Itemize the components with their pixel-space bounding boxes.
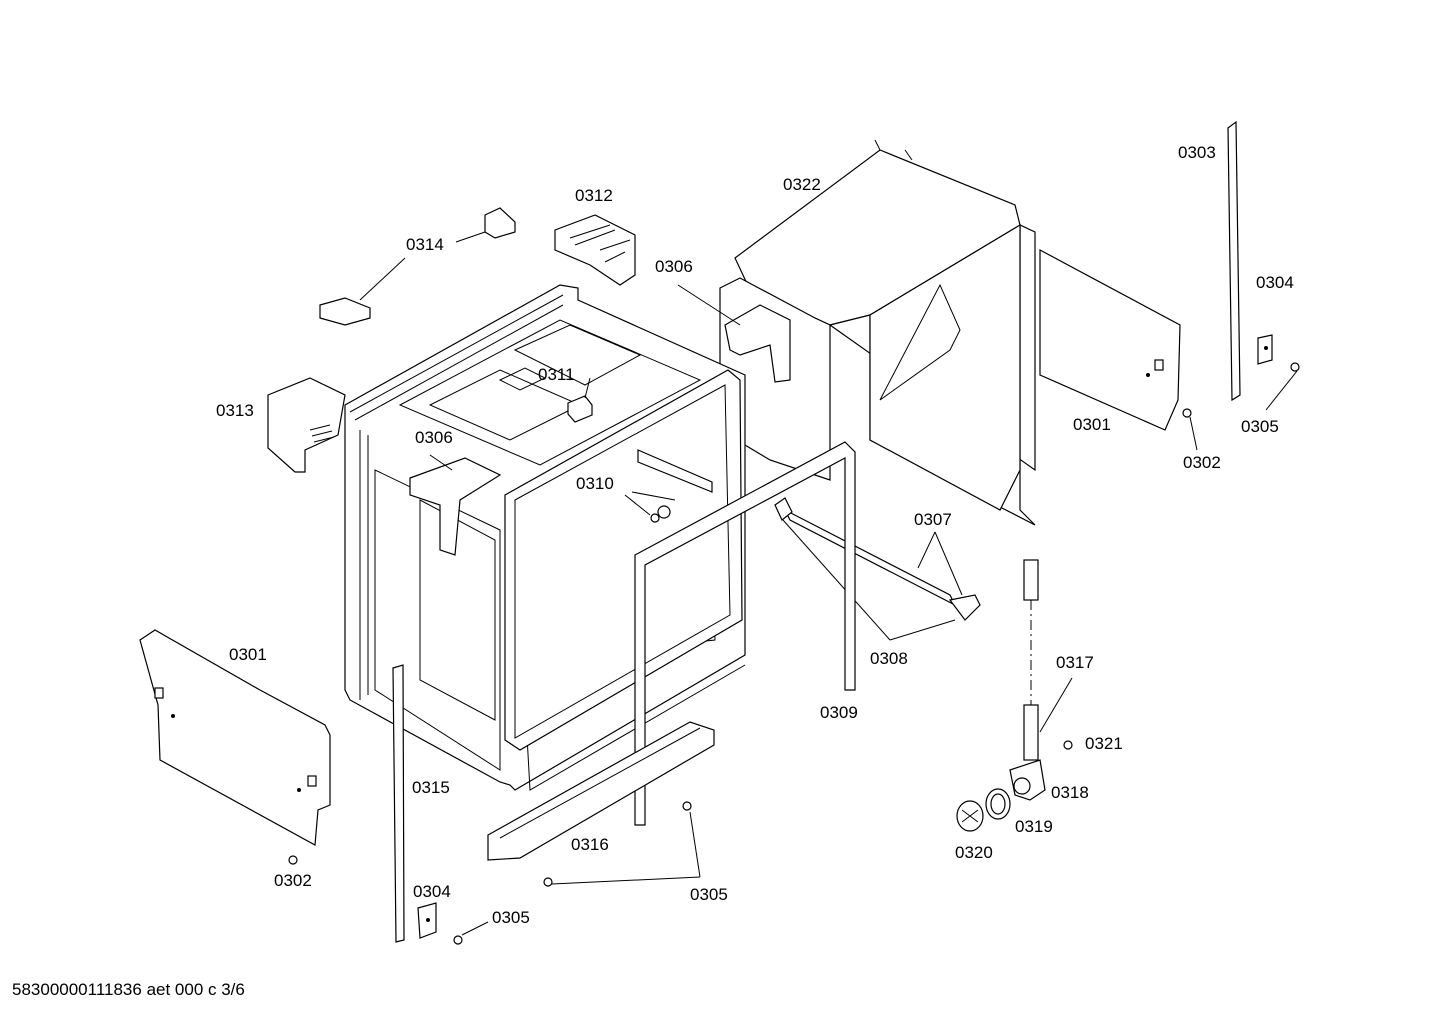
label-0322: 0322 [783, 175, 821, 194]
label-0306-left: 0306 [415, 428, 453, 447]
part-0302-screw-left [288, 855, 298, 865]
label-0318: 0318 [1051, 783, 1089, 802]
part-0305-screw-lower [453, 801, 701, 945]
part-0306-bracket-right [677, 284, 791, 383]
label-0313: 0313 [216, 401, 254, 420]
part-0301-side-panel-left [139, 629, 331, 846]
label-0306-right: 0306 [655, 257, 693, 276]
part-0320-cap [956, 800, 984, 832]
part-0308-leaders [782, 519, 956, 641]
label-0321: 0321 [1085, 734, 1123, 753]
part-door-frame-gasket [504, 369, 743, 751]
label-0312: 0312 [575, 186, 613, 205]
label-0304-left: 0304 [413, 882, 451, 901]
part-0310-hinge [624, 449, 713, 523]
label-0305-lower: 0305 [492, 908, 530, 927]
part-0303-strip [1227, 120, 1241, 402]
part-0318-elbow [1009, 759, 1046, 801]
label-0301-right: 0301 [1073, 415, 1111, 434]
label-0315: 0315 [412, 778, 450, 797]
label-0317: 0317 [1056, 653, 1094, 672]
label-0302-right: 0302 [1183, 453, 1221, 472]
part-0322-cover [719, 139, 1036, 526]
part-0319-ring [985, 788, 1011, 820]
part-0309-gasket [634, 441, 856, 826]
label-0320: 0320 [955, 843, 993, 862]
label-0304-right: 0304 [1256, 273, 1294, 292]
part-0315-strip [392, 664, 405, 943]
part-0306-bracket-left [409, 454, 502, 556]
label-0305-center: 0305 [690, 885, 728, 904]
label-0302-left: 0302 [274, 871, 312, 890]
part-0317-hose [1023, 559, 1073, 761]
part-0321-screw [1063, 740, 1073, 750]
label-0305-right: 0305 [1241, 417, 1279, 436]
label-0319: 0319 [1015, 817, 1053, 836]
footer-code: 58300000111836 aet 000 c 3/6 [12, 980, 245, 999]
label-0310: 0310 [576, 474, 614, 493]
label-0316: 0316 [571, 835, 609, 854]
label-0314: 0314 [406, 235, 444, 254]
label-0301-left: 0301 [229, 645, 267, 664]
label-0309: 0309 [820, 703, 858, 722]
part-0304-clip-right [1257, 334, 1273, 365]
part-0304-clip-left [417, 902, 437, 939]
label-0307: 0307 [914, 510, 952, 529]
label-0311: 0311 [538, 365, 575, 384]
part-0312-bracket [554, 214, 636, 286]
part-0302-screw-right [1182, 408, 1198, 451]
label-0303: 0303 [1178, 143, 1216, 162]
part-0307-rail [774, 497, 981, 621]
part-0305-screw-right [1265, 362, 1300, 411]
part-0301-side-panel-right [1039, 248, 1181, 431]
label-0308: 0308 [870, 649, 908, 668]
part-0316-base-rail [487, 721, 715, 861]
part-0313-bracket [267, 377, 346, 473]
leader-lines [584, 377, 591, 399]
part-0314-bracket [319, 207, 516, 326]
